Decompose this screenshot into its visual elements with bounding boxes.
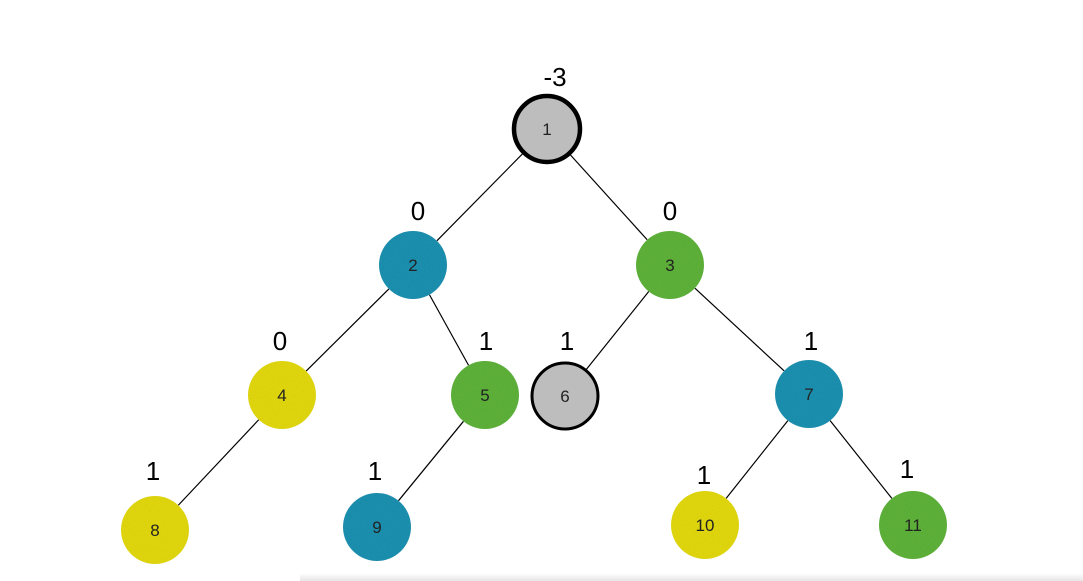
node-label-11: 11 bbox=[904, 516, 922, 535]
tree-node-10: 10 1 bbox=[671, 460, 739, 559]
node-circle-5 bbox=[451, 361, 519, 429]
edge-7-11 bbox=[829, 420, 893, 499]
node-value-11: 1 bbox=[900, 454, 914, 484]
node-value-8: 1 bbox=[146, 456, 160, 486]
node-value-10: 1 bbox=[697, 460, 711, 490]
node-label-5: 5 bbox=[480, 386, 489, 405]
tree-node-6: 61 bbox=[530, 326, 600, 431]
node-value-1: -3 bbox=[543, 62, 566, 92]
node-circle-1 bbox=[511, 93, 583, 165]
edge-5-9 bbox=[398, 420, 464, 502]
tree-node-2: 20 bbox=[379, 196, 447, 299]
edge-2-4 bbox=[305, 288, 390, 372]
edge-3-6 bbox=[585, 291, 650, 370]
bottom-shadow bbox=[300, 573, 1083, 581]
node-value-3: 0 bbox=[663, 196, 677, 226]
tree-node-11: 111 bbox=[879, 454, 947, 559]
node-circle-8 bbox=[121, 496, 189, 564]
node-circle-3 bbox=[636, 231, 704, 299]
node-label-7: 7 bbox=[804, 385, 813, 404]
node-value-5: 1 bbox=[479, 326, 493, 356]
node-label-1: 1 bbox=[542, 120, 551, 139]
tree-node-3: 30 bbox=[636, 196, 704, 299]
node-label-9: 9 bbox=[372, 518, 381, 537]
edges-layer bbox=[177, 152, 893, 506]
node-circle-10 bbox=[671, 491, 739, 559]
edge-1-2 bbox=[436, 152, 524, 242]
node-value-7: 1 bbox=[804, 326, 818, 356]
node-label-4: 4 bbox=[277, 386, 286, 405]
node-label-6: 6 bbox=[560, 387, 569, 406]
tree-node-9: 91 bbox=[343, 456, 411, 561]
node-circle-7 bbox=[775, 360, 843, 428]
tree-node-8: 81 bbox=[121, 456, 189, 564]
node-label-3: 3 bbox=[665, 256, 674, 275]
node-circle-9 bbox=[343, 493, 411, 561]
node-circle-4 bbox=[248, 361, 316, 429]
node-label-2: 2 bbox=[408, 256, 417, 275]
node-value-2: 0 bbox=[411, 196, 425, 226]
edge-2-5 bbox=[428, 294, 470, 366]
node-value-4: 0 bbox=[273, 326, 287, 356]
node-circle-6 bbox=[530, 361, 600, 431]
edge-4-8 bbox=[177, 419, 260, 506]
node-circle-11 bbox=[879, 491, 947, 559]
edge-1-3 bbox=[569, 153, 648, 241]
tree-node-1: 1 -3 bbox=[511, 62, 583, 165]
tree-node-7: 71 bbox=[775, 326, 843, 428]
edge-7-10 bbox=[725, 420, 789, 499]
tree-node-5: 51 bbox=[451, 326, 519, 429]
edge-3-7 bbox=[694, 287, 785, 372]
tree-node-4: 40 bbox=[248, 326, 316, 429]
node-value-6: 1 bbox=[560, 326, 574, 356]
node-value-9: 1 bbox=[368, 456, 382, 486]
node-label-8: 8 bbox=[150, 521, 159, 540]
node-label-10: 10 bbox=[696, 516, 715, 535]
node-circle-2 bbox=[379, 231, 447, 299]
